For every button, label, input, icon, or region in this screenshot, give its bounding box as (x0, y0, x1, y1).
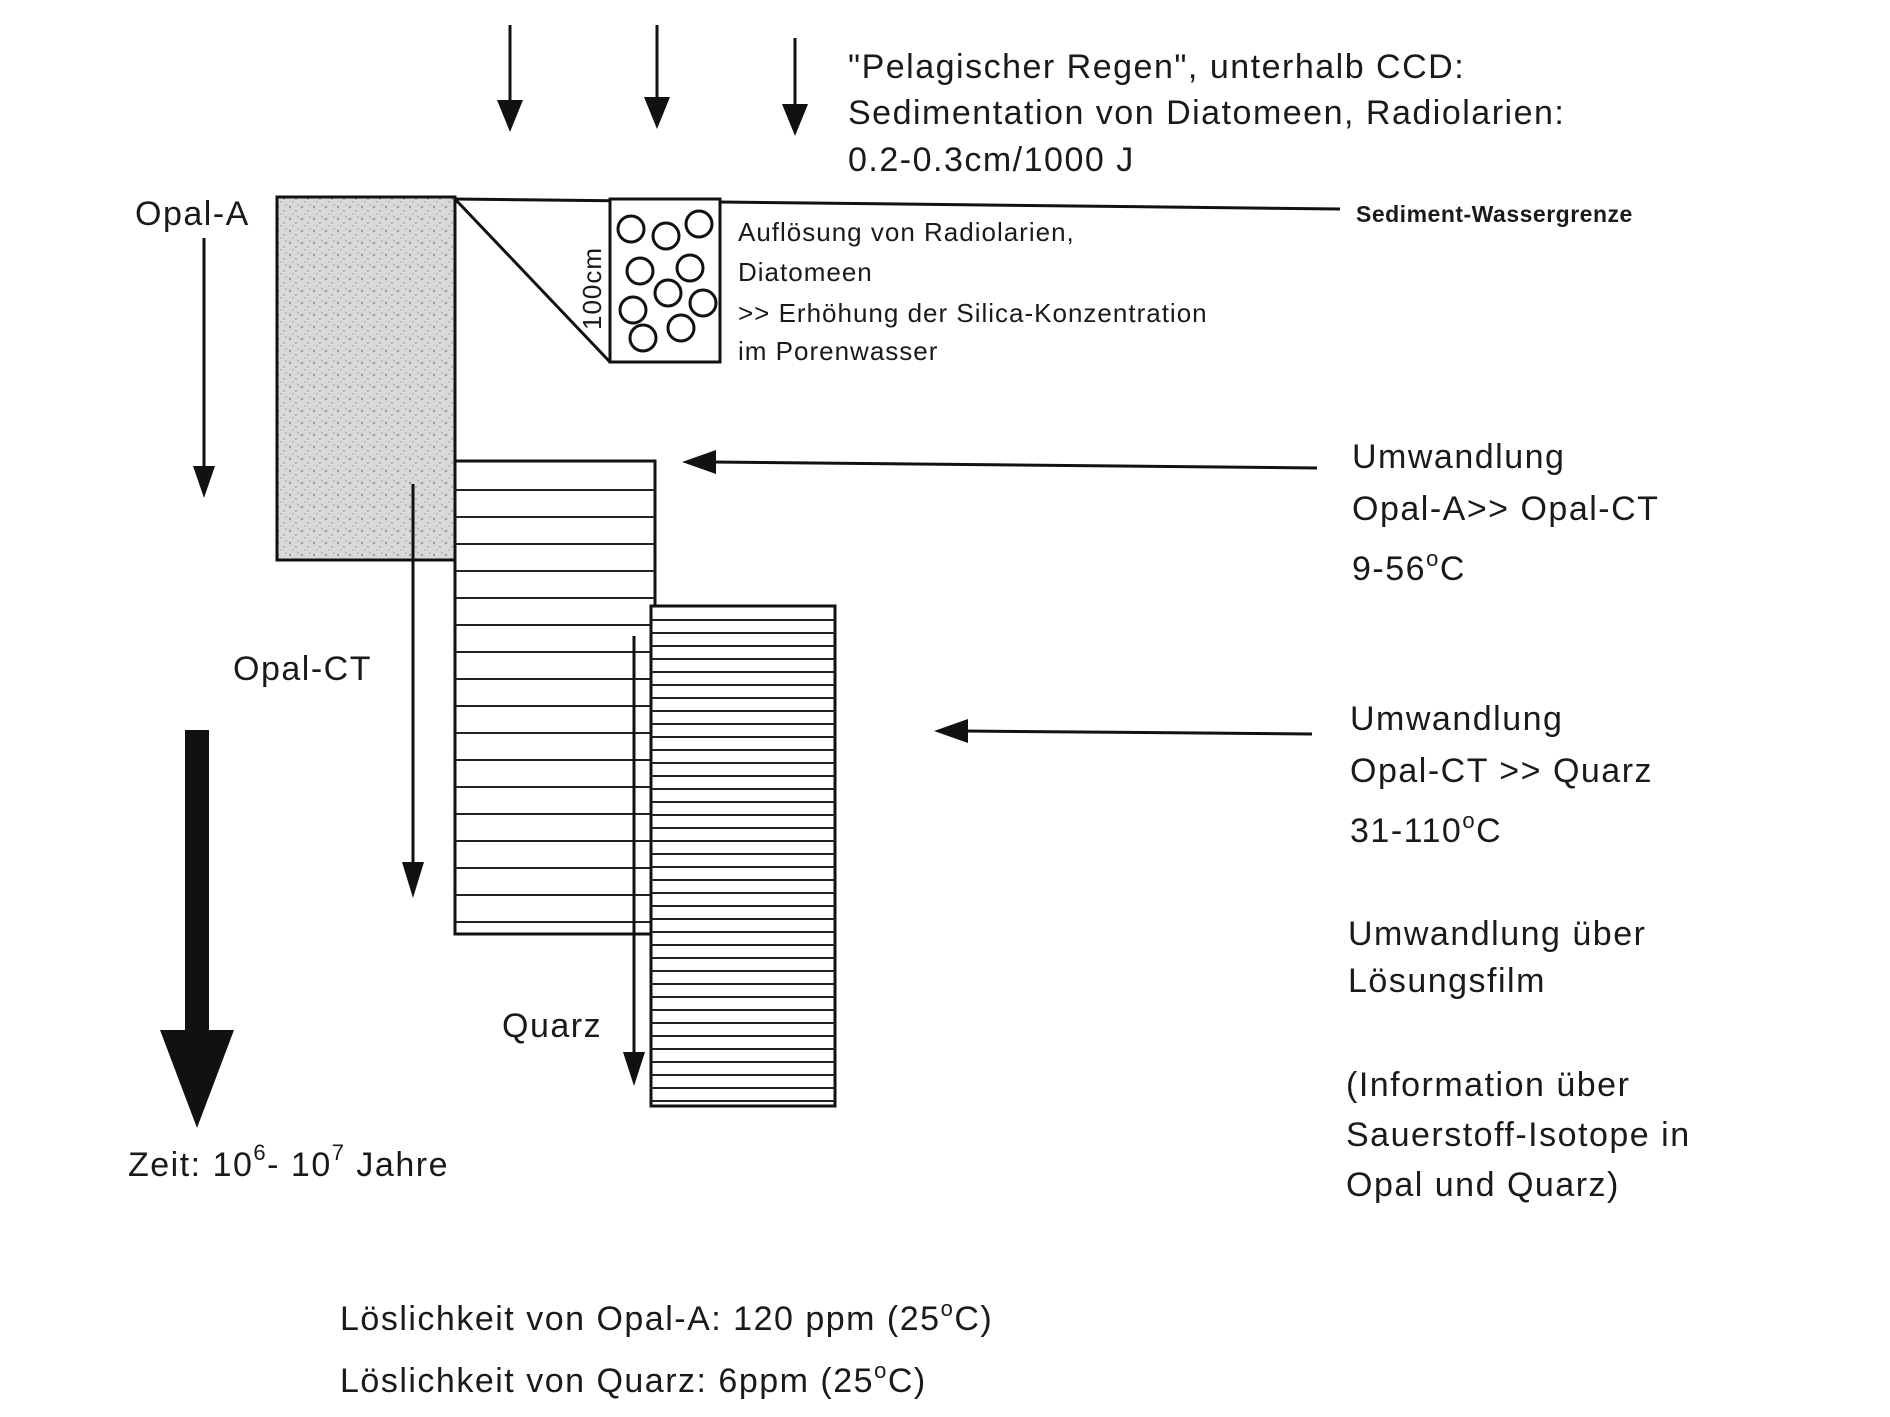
quarz-label: Quarz (502, 1007, 602, 1045)
rain-text-line2: Sedimentation von Diatomeen, Radiolarien… (848, 94, 1565, 132)
info-line3: Opal und Quarz) (1346, 1166, 1620, 1204)
opal-ct-arrowhead (402, 862, 424, 898)
dissolution-text-line3: >> Erhöhung der Silica-Konzentration (738, 298, 1208, 328)
dissolution-text-line4: im Porenwasser (738, 336, 938, 366)
dissolution-text-line2: Diatomeen (738, 257, 873, 287)
opal-a-label: Opal-A (135, 195, 250, 233)
conversion3-line2: Lösungsfilm (1348, 962, 1546, 1000)
time-arrow-shaft (185, 730, 209, 1032)
sediment-boundary-label: Sediment-Wassergrenze (1356, 201, 1633, 227)
conversion1-arrowhead (682, 450, 716, 474)
opal-a-block (275, 195, 457, 562)
time-label: Zeit: 106- 107 Jahre (128, 1140, 449, 1184)
sediment-water-boundary (454, 197, 1341, 211)
conversion2-line2: Opal-CT >> Quarz (1350, 752, 1653, 790)
conversion1-temp: 9-56oC (1352, 546, 1466, 588)
solubility-quarz: Löslichkeit von Quarz: 6ppm (25oC) (340, 1358, 927, 1400)
conversion2-line1: Umwandlung (1350, 700, 1563, 738)
opal-ct-label: Opal-CT (233, 650, 372, 688)
quarz-arrowhead (623, 1052, 645, 1086)
conversion3-line1: Umwandlung über (1348, 915, 1646, 953)
opal-ct-block (453, 459, 657, 936)
info-line1: (Information über (1346, 1066, 1630, 1104)
conversion2-arrowhead (934, 719, 968, 743)
info-line2: Sauerstoff-Isotope in (1346, 1116, 1691, 1154)
dissolution-zone: 100cm (453, 197, 722, 364)
rain-text-line1: "Pelagischer Regen", unterhalb CCD: (848, 48, 1465, 86)
conversion2-arrow (964, 729, 1313, 736)
conversion1-line2: Opal-A>> Opal-CT (1352, 490, 1659, 528)
opal-a-arrowhead (193, 466, 215, 498)
microfossil-circles (616, 209, 718, 353)
rain-arrows (497, 25, 808, 136)
conversion1-arrow (711, 460, 1318, 470)
depth-scale-label: 100cm (577, 247, 607, 330)
time-arrow-head (160, 1030, 234, 1128)
conversion1-line1: Umwandlung (1352, 438, 1565, 476)
dissolution-text-line1: Auflösung von Radiolarien, (738, 217, 1075, 247)
quarz-block (649, 604, 837, 1108)
solubility-opal-a: Löslichkeit von Opal-A: 120 ppm (25oC) (340, 1296, 993, 1338)
rain-text-line3: 0.2-0.3cm/1000 J (848, 141, 1135, 179)
conversion2-temp: 31-110oC (1350, 808, 1502, 850)
